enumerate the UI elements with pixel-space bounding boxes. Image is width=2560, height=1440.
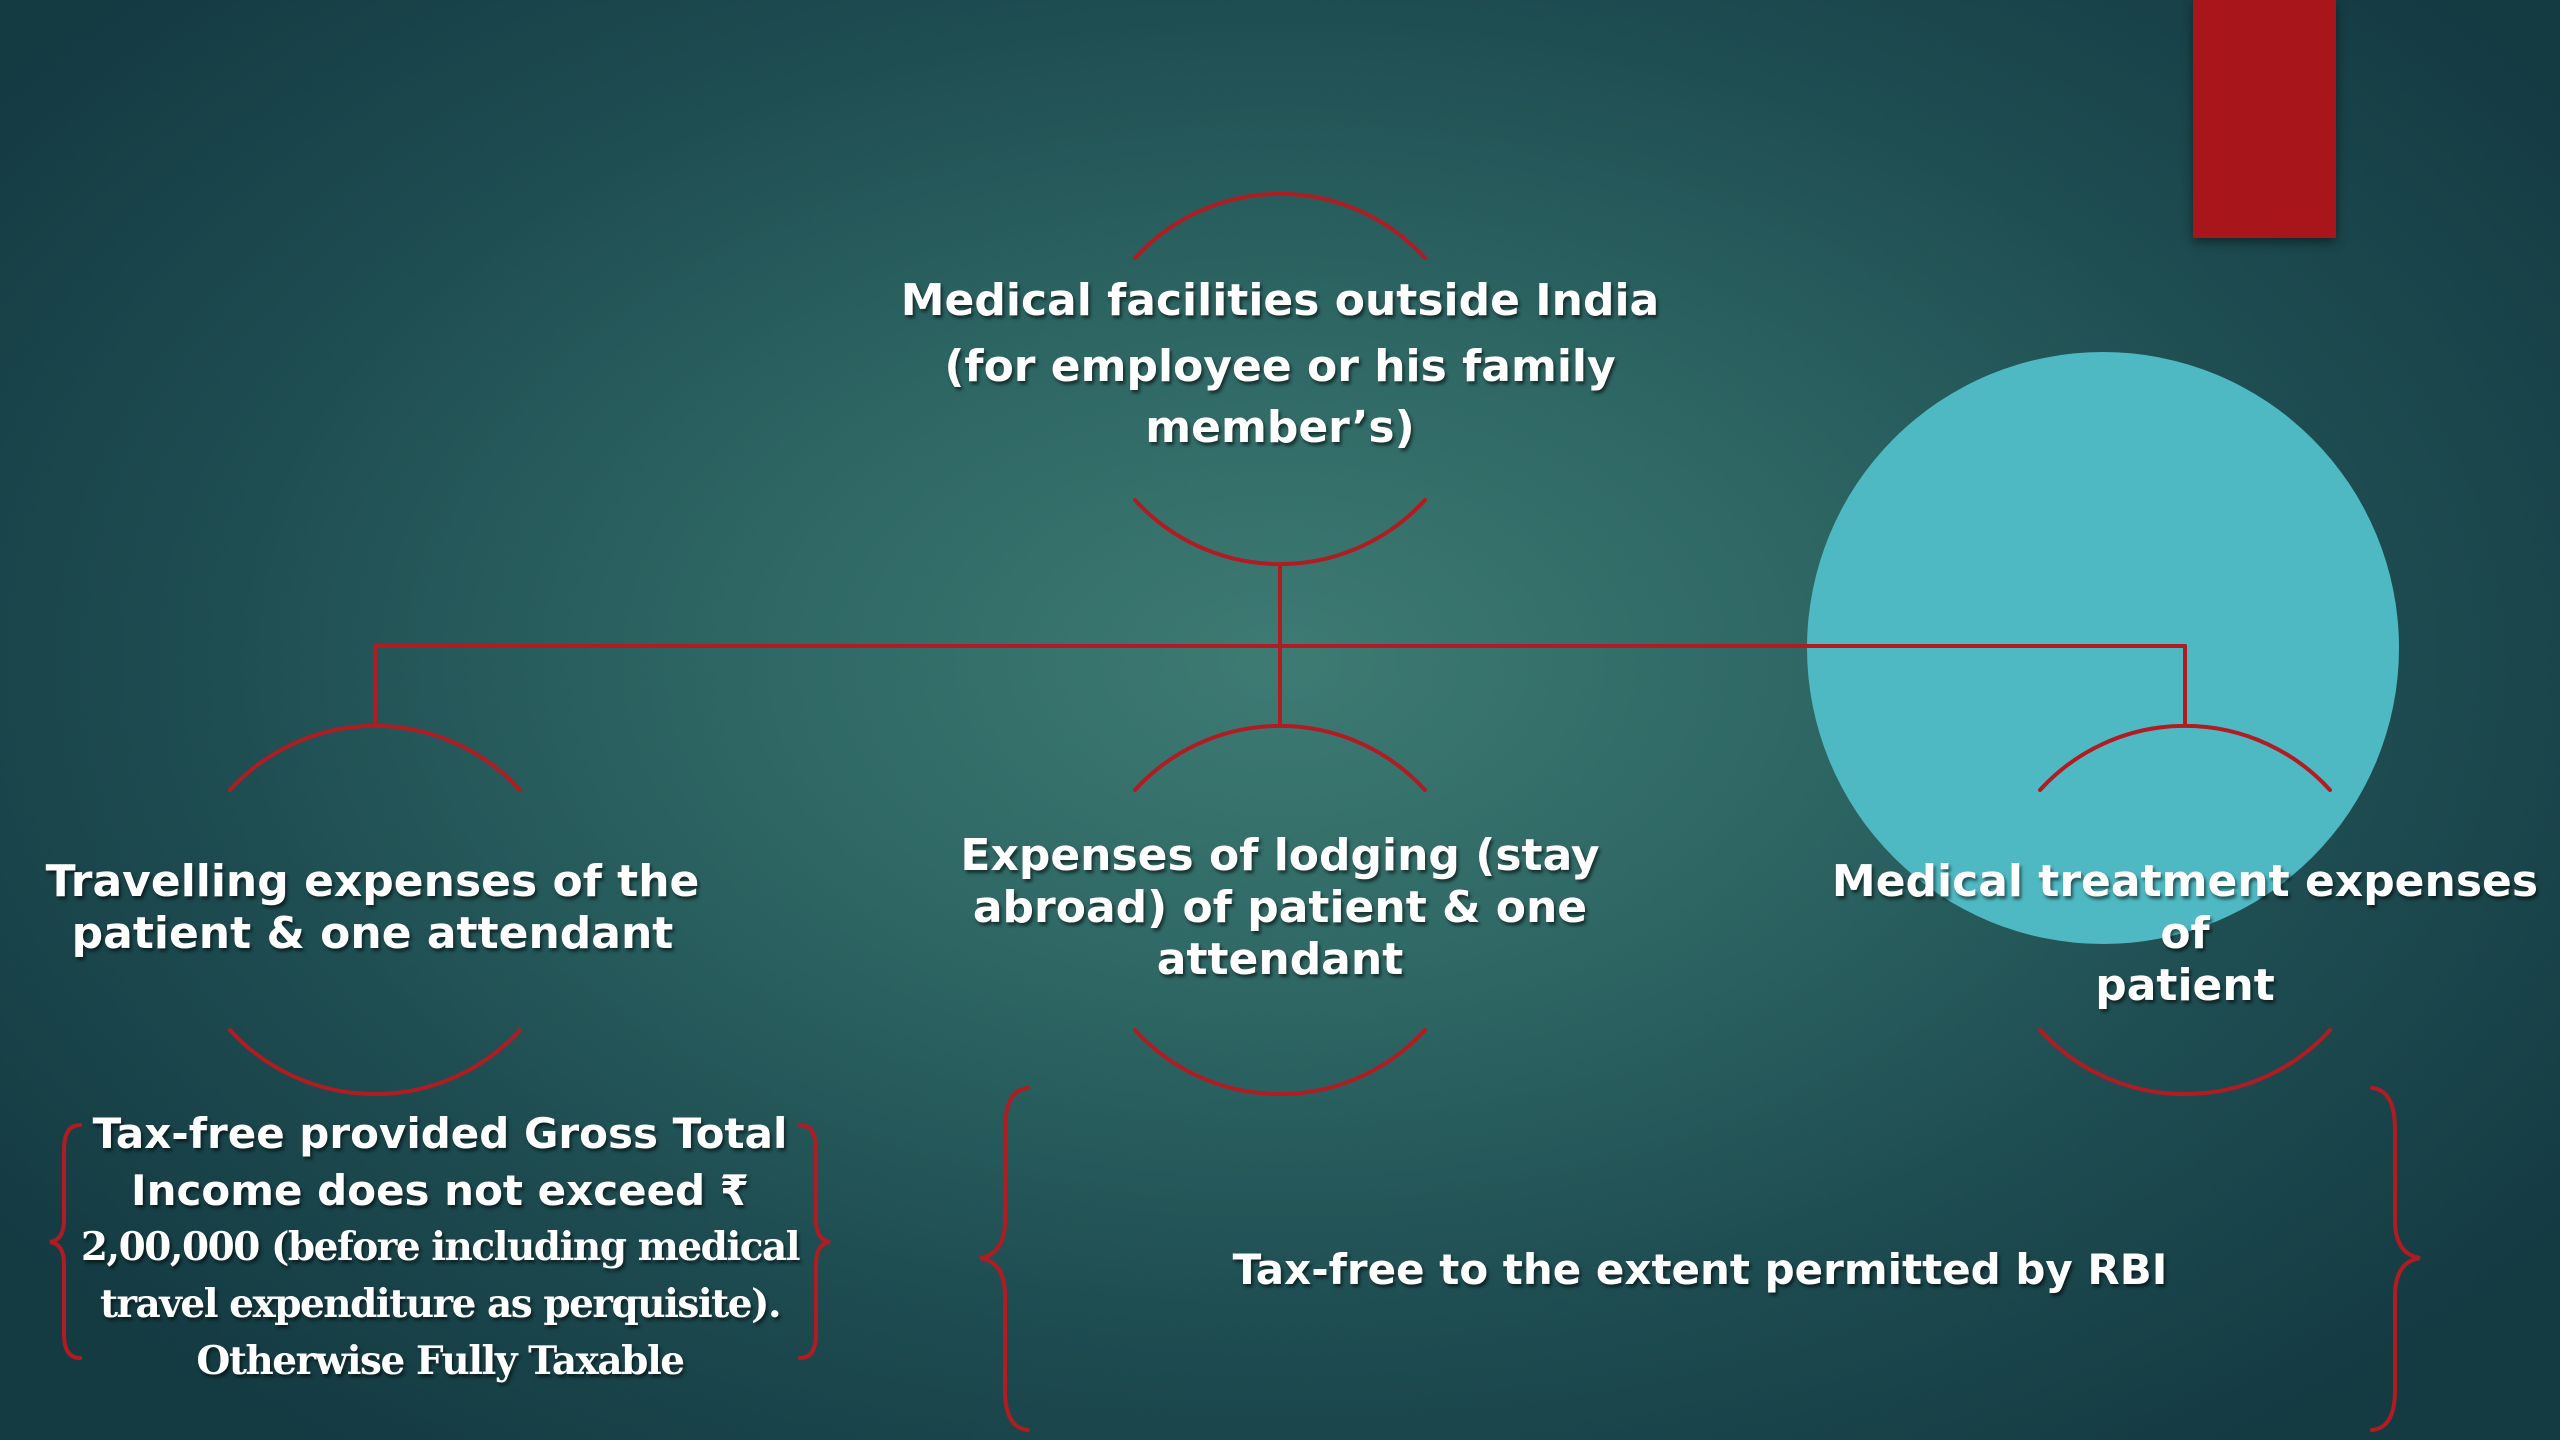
right-small-brace: [798, 1123, 831, 1360]
node1-bottom-arc: [228, 1028, 522, 1097]
right-large-brace: [2370, 1086, 2421, 1432]
root-line-2: (for employee or his family: [944, 341, 1616, 392]
lodging-line-2: abroad) of patient & one: [972, 882, 1588, 933]
node2-top-arc: [1133, 723, 1427, 792]
left-small-brace: [49, 1123, 82, 1360]
rbi-tax-note: Tax-free to the extent permitted by RBI: [1232, 1245, 2168, 1294]
travel-note-line-5: Otherwise Fully Taxable: [196, 1338, 685, 1384]
travel-note-line-4: travel expenditure as perquisite).: [99, 1281, 782, 1327]
travel-note-line-3: 2,00,000 (before including medical: [80, 1224, 801, 1270]
root-node-top-arc: [1133, 191, 1427, 260]
root-line-1: Medical facilities outside India: [900, 275, 1660, 326]
node3-bottom-arc: [2038, 1028, 2332, 1097]
travel-note-line-1: Tax-free provided Gross Total: [92, 1109, 788, 1158]
left-large-brace: [979, 1086, 1030, 1432]
travel-node-text: Travelling expenses of the patient & one…: [40, 856, 705, 960]
node1-top-arc: [228, 723, 522, 792]
root-line-3: member’s): [1145, 402, 1415, 453]
travel-tax-note: Tax-free provided Gross Total Income doe…: [70, 1105, 810, 1390]
travel-line-2: patient & one attendant: [71, 908, 674, 959]
travel-line-1: Travelling expenses of the: [45, 856, 700, 907]
red-accent-rectangle: [2193, 0, 2336, 238]
node3-top-arc: [2038, 723, 2332, 792]
root-node-bottom-arc: [1133, 498, 1427, 567]
node2-bottom-arc: [1133, 1028, 1427, 1097]
travel-note-line-2: Income does not exceed ₹: [131, 1166, 749, 1215]
treatment-line-2: patient: [2095, 960, 2275, 1011]
treatment-node-text: Medical treatment expenses of patient: [1805, 856, 2560, 1012]
root-node-text: Medical facilities outside India (for em…: [880, 268, 1680, 456]
treatment-line-1: Medical treatment expenses of: [1831, 856, 2539, 959]
lodging-node-text: Expenses of lodging (stay abroad) of pat…: [960, 830, 1600, 986]
lodging-line-1: Expenses of lodging (stay: [960, 830, 1600, 881]
lodging-line-3: attendant: [1156, 934, 1404, 985]
